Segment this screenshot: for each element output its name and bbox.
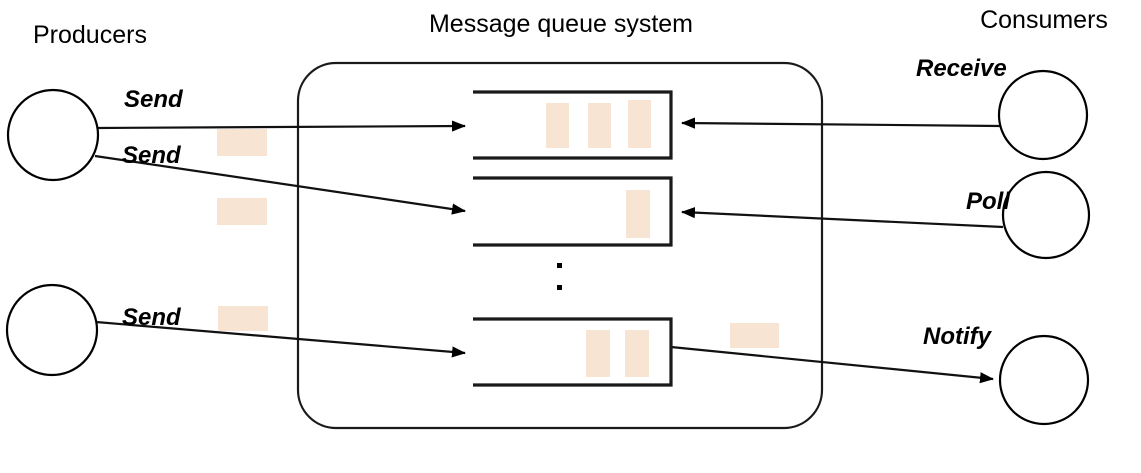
flow-notify (670, 345, 994, 384)
edge-label-poll: Poll (966, 188, 1011, 215)
queue-3-message-1 (586, 330, 610, 377)
flow-send-3 (95, 320, 466, 358)
message-queue-system-boundary (296, 61, 824, 430)
consumer-node-notify[interactable] (998, 334, 1090, 426)
consumers-heading: Consumers (980, 6, 1108, 34)
edge-label-send-1: Send (124, 86, 184, 113)
floating-message-4 (730, 323, 779, 348)
producer-node-1[interactable] (6, 88, 100, 182)
floating-message-2 (217, 198, 267, 225)
floating-message-1 (217, 129, 267, 156)
queue-1 (473, 90, 673, 160)
flow-poll (681, 207, 1004, 229)
edge-label-receive: Receive (916, 55, 1007, 82)
edge-label-notify: Notify (923, 323, 993, 350)
system-heading: Message queue system (429, 10, 693, 38)
flow-receive (681, 117, 1001, 129)
queue-1-message-2 (588, 103, 611, 148)
queue-2-message-1 (626, 190, 650, 238)
consumer-node-poll[interactable] (1001, 170, 1091, 260)
queue-3 (473, 317, 673, 387)
queue-1-message-1 (546, 103, 569, 148)
queue-3-message-2 (625, 330, 649, 377)
flow-send-2 (94, 154, 466, 215)
queue-1-message-3 (628, 100, 651, 148)
queue-2 (473, 176, 673, 247)
edge-label-send-2: Send (122, 142, 182, 169)
ellipsis-dot-top (557, 263, 562, 268)
producer-node-2[interactable] (5, 283, 99, 377)
flow-send-1 (96, 120, 466, 132)
ellipsis-dot-bottom (557, 285, 562, 290)
edge-label-send-3: Send (122, 304, 182, 331)
floating-message-3 (218, 306, 268, 331)
consumer-node-receive[interactable] (997, 69, 1089, 161)
producers-heading: Producers (33, 21, 147, 49)
